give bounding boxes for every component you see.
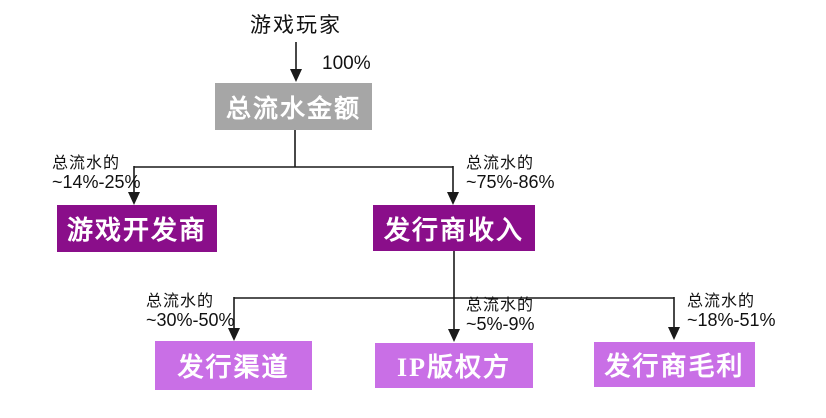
share-label-publisher-revenue: 总流水的 ~75%-86% xyxy=(466,154,555,192)
share-label-developer: 总流水的 ~14%-25% xyxy=(52,154,141,192)
share-range-developer: ~14%-25% xyxy=(52,172,141,192)
node-game-players: 游戏玩家 xyxy=(250,13,342,37)
arrowhead-to-publisher xyxy=(447,192,459,205)
arrowhead-to-channel xyxy=(228,328,240,341)
share-range-gross-profit: ~18%-51% xyxy=(687,310,776,330)
node-distribution-channel: 发行渠道 xyxy=(155,341,312,390)
share-label-ip-licensor: 总流水的 ~5%-9% xyxy=(466,296,535,334)
node-ip-licensor: IP版权方 xyxy=(375,343,533,388)
share-prefix-developer: 总流水的 xyxy=(52,155,121,172)
arrowhead-to-total xyxy=(290,69,302,82)
node-publisher-revenue: 发行商收入 xyxy=(373,205,535,251)
share-range-publisher-revenue: ~75%-86% xyxy=(466,172,555,192)
arrowhead-to-gross-profit xyxy=(668,327,680,340)
share-range-channel: ~30%-50% xyxy=(146,310,235,330)
share-label-channel: 总流水的 ~30%-50% xyxy=(146,292,235,330)
share-range-ip-licensor: ~5%-9% xyxy=(466,314,535,334)
pct-100-label: 100% xyxy=(322,53,371,74)
share-prefix-ip-licensor: 总流水的 xyxy=(466,297,535,314)
share-label-gross-profit: 总流水的 ~18%-51% xyxy=(687,292,776,330)
node-game-developer: 游戏开发商 xyxy=(57,205,217,252)
share-prefix-channel: 总流水的 xyxy=(146,293,215,310)
node-publisher-gross-profit: 发行商毛利 xyxy=(594,342,755,387)
arrowhead-to-developer xyxy=(128,192,140,205)
arrowhead-to-ip xyxy=(448,329,460,342)
share-prefix-publisher-revenue: 总流水的 xyxy=(466,155,535,172)
share-prefix-gross-profit: 总流水的 xyxy=(687,293,756,310)
node-total-flow-amount: 总流水金额 xyxy=(215,83,372,130)
